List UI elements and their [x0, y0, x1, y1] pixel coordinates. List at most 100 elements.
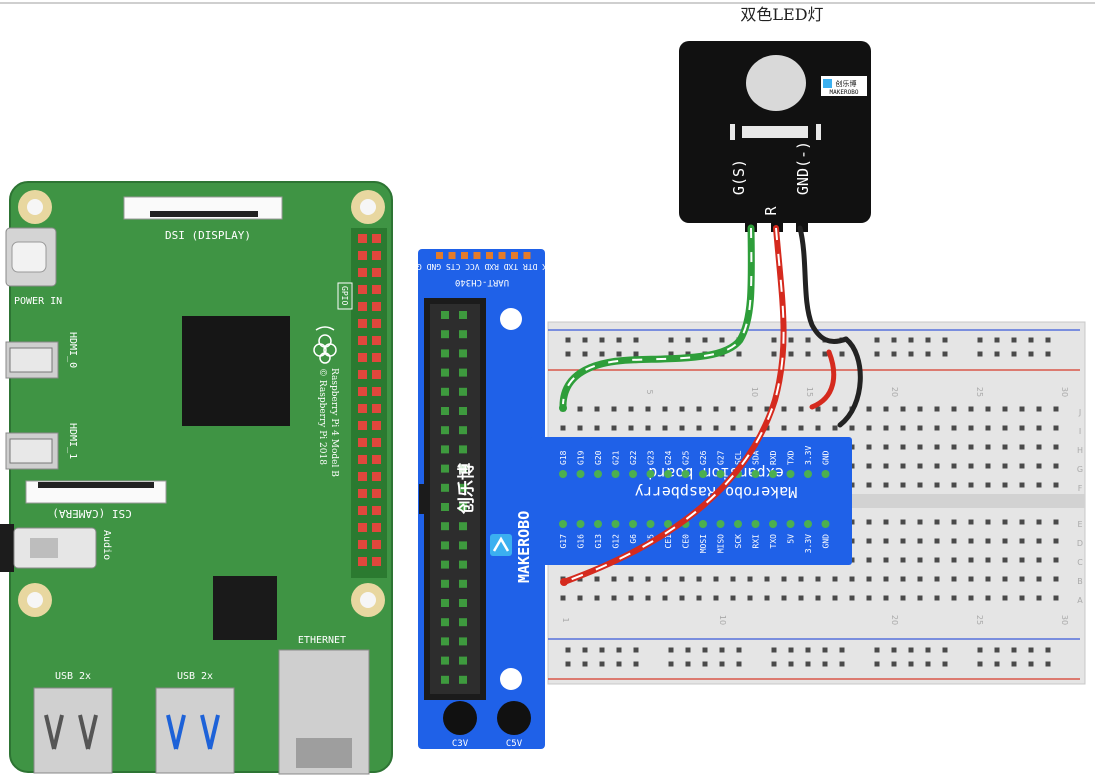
breadboard-hole [832, 595, 838, 601]
breadboard-hole [985, 425, 991, 431]
breadboard-hole [925, 337, 931, 343]
breadboard-hole [702, 337, 708, 343]
breadboard-hole [771, 351, 777, 357]
expansion-pin-label: TXD [787, 450, 796, 465]
breadboard-hole [1019, 595, 1025, 601]
breadboard-hole [866, 576, 872, 582]
breadboard-hole [1036, 463, 1042, 469]
breadboard-hole [594, 595, 600, 601]
red-jumper [809, 349, 837, 410]
expansion-pin [559, 520, 567, 528]
breadboard-hole [798, 425, 804, 431]
breadboard-hole [900, 557, 906, 563]
breadboard-hole [685, 337, 691, 343]
breadboard-hole [917, 538, 923, 544]
uart-pin [486, 252, 493, 259]
idc-pin [459, 464, 467, 473]
breadboard-hole [1002, 444, 1008, 450]
breadboard-hole [934, 519, 940, 525]
gpio-pin [372, 540, 381, 549]
mounting-hole [500, 668, 522, 690]
breadboard-hole [968, 595, 974, 601]
breadboard-hole [1002, 576, 1008, 582]
breadboard-hole [951, 406, 957, 412]
idc-pin [459, 426, 467, 435]
breadboard-hole [934, 557, 940, 563]
breadboard-hole [565, 337, 571, 343]
expansion-pin-label: G27 [717, 450, 726, 465]
gpio-pin [358, 268, 367, 277]
uart-pin [523, 252, 531, 259]
gpio-pin [358, 472, 367, 481]
expansion-pin [699, 520, 707, 528]
breadboard-hole [839, 351, 845, 357]
gpio-pin [372, 421, 381, 430]
breadboard-hole [771, 661, 777, 667]
c3v-label: C3V [452, 739, 469, 749]
breadboard-hole [883, 444, 889, 450]
breadboard-hole [925, 647, 931, 653]
raspberry-logo-icon [313, 326, 337, 364]
breadboard-hole [815, 406, 821, 412]
breadboard-hole [883, 576, 889, 582]
breadboard-hole [628, 576, 634, 582]
breadboard-hole [1028, 351, 1034, 357]
column-number: 1 [561, 617, 570, 622]
breadboard-hole [1019, 538, 1025, 544]
breadboard-hole [917, 425, 923, 431]
expansion-pin [646, 470, 655, 478]
expansion-pin [786, 470, 795, 478]
breadboard-hole [908, 351, 914, 357]
breadboard-hole [594, 425, 600, 431]
led-lens [746, 55, 806, 111]
breadboard-hole [747, 576, 753, 582]
expansion-pin-label: G21 [612, 450, 621, 465]
uart-pin-labels: BLK DTR TXD RXD VCC CTS GND GRN [407, 262, 556, 271]
expansion-pin [611, 520, 620, 528]
expansion-pin-label: G13 [594, 534, 603, 549]
expansion-pin-label: G25 [682, 450, 691, 465]
breadboard-hole [985, 538, 991, 544]
breadboard-hole [662, 425, 668, 431]
breadboard-hole [874, 661, 880, 667]
breadboard-hole [832, 406, 838, 412]
breadboard-hole [1053, 482, 1059, 488]
breadboard-hole [883, 595, 889, 601]
column-number: 10 [750, 387, 759, 397]
breadboard-hole [1053, 519, 1059, 525]
expansion-pin-label: GND [822, 534, 831, 549]
usb-right-port [155, 687, 235, 774]
idc-pin [459, 541, 467, 550]
expansion-pin [594, 520, 602, 528]
breadboard-hole [805, 661, 811, 667]
breadboard-hole [985, 576, 991, 582]
breadboard-hole [883, 538, 889, 544]
breadboard-hole [1019, 482, 1025, 488]
column-number: 30 [1060, 615, 1069, 625]
breadboard-hole [985, 519, 991, 525]
c3v-button [443, 701, 477, 735]
idc-pin [459, 656, 467, 665]
expansion-pin [664, 520, 672, 528]
hdmi0-label: HDMI_0 [67, 332, 78, 368]
breadboard-hole [934, 482, 940, 488]
breadboard-hole [1002, 595, 1008, 601]
gpio-pin [372, 557, 381, 566]
breadboard-hole [582, 337, 588, 343]
expansion-pin-label: G20 [594, 450, 603, 465]
breadboard-hole [1002, 482, 1008, 488]
breadboard-hole [719, 647, 725, 653]
breadboard-hole [713, 425, 719, 431]
gpio-pin [358, 336, 367, 345]
idc-pin [441, 503, 449, 511]
breadboard-hole [577, 425, 583, 431]
breadboard-hole [1053, 425, 1059, 431]
c5v-label: C5V [506, 739, 523, 749]
breadboard-hole [839, 661, 845, 667]
expansion-pin [804, 520, 812, 528]
expansion-pin [594, 470, 602, 478]
breadboard-hole [747, 595, 753, 601]
breadboard-hole [866, 595, 872, 601]
expansion-pin [769, 520, 777, 528]
dsi-label: DSI (DISPLAY) [165, 229, 251, 242]
